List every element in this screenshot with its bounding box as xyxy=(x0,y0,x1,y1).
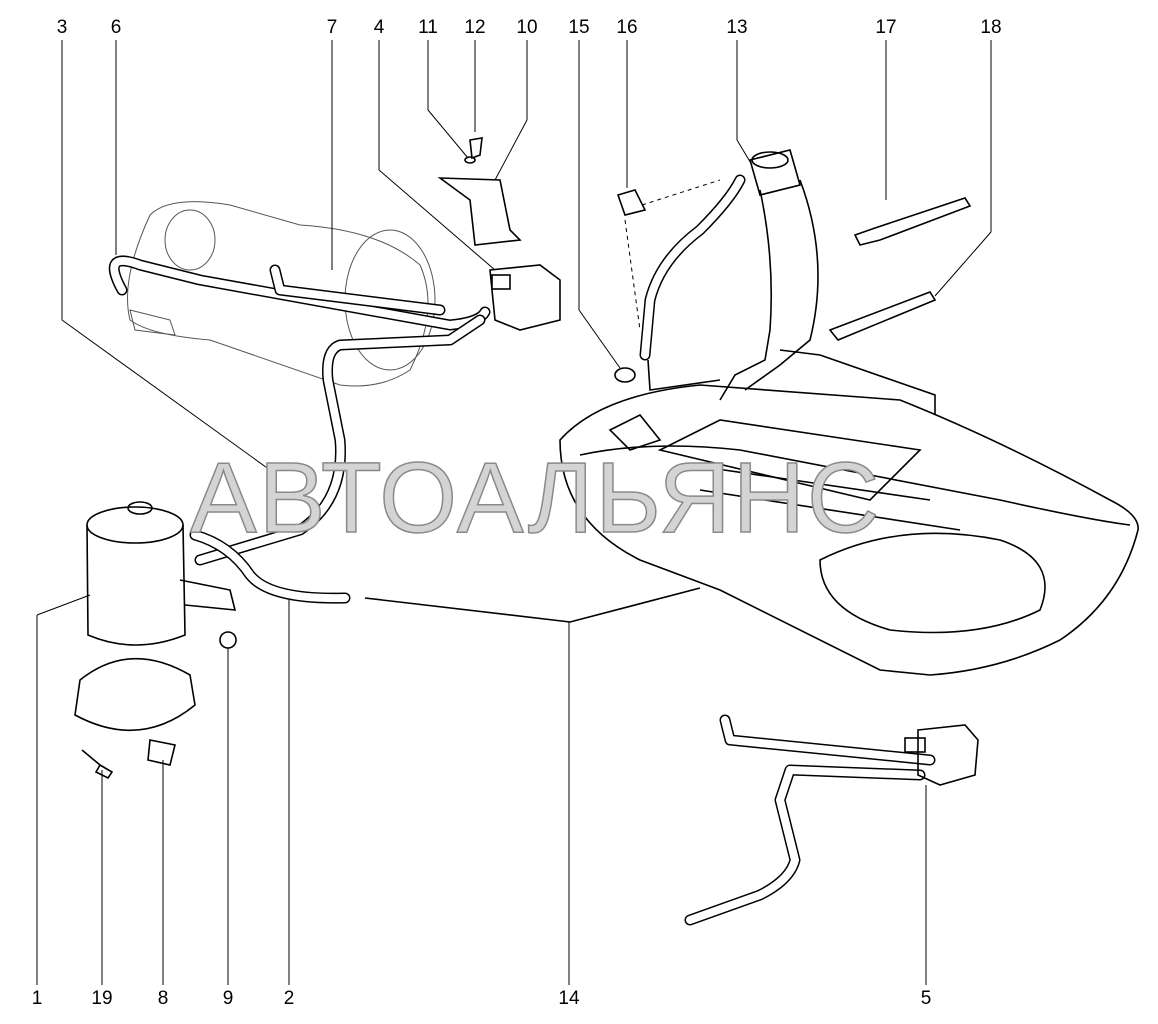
callout-10: 10 xyxy=(516,17,538,38)
callout-16: 16 xyxy=(616,17,638,38)
fuel-tank xyxy=(559,384,1139,676)
callout-4: 4 xyxy=(373,17,385,38)
callout-15: 15 xyxy=(568,17,590,38)
dashed-assembly-line xyxy=(624,219,641,331)
dashed-assembly-line xyxy=(641,179,721,206)
washer-11 xyxy=(464,156,476,164)
callout-7: 7 xyxy=(326,17,338,38)
callout-9: 9 xyxy=(222,988,234,1009)
cable-tie-18 xyxy=(828,291,937,341)
callout-5: 5 xyxy=(920,988,932,1009)
leader-lines xyxy=(36,40,992,985)
watermark: АВТОАЛЬЯНС xyxy=(189,442,882,554)
grommet-15 xyxy=(614,367,636,383)
bolt-19 xyxy=(81,749,114,780)
callout-18: 18 xyxy=(980,17,1002,38)
callout-17: 17 xyxy=(875,17,897,38)
callout-13: 13 xyxy=(726,17,748,38)
callout-8: 8 xyxy=(157,988,169,1009)
clip-16 xyxy=(616,189,647,216)
callout-12: 12 xyxy=(464,17,486,38)
hoses xyxy=(108,174,936,926)
nut-9 xyxy=(219,631,237,649)
filler-neck xyxy=(719,149,936,415)
callout-19: 19 xyxy=(91,988,113,1009)
callout-14: 14 xyxy=(558,988,580,1009)
purge-valve xyxy=(489,264,979,786)
callout-3: 3 xyxy=(56,17,68,38)
carbon-canister xyxy=(74,501,237,766)
callout-1: 1 xyxy=(31,988,43,1009)
bolt-12 xyxy=(469,137,483,160)
callout-6: 6 xyxy=(110,17,122,38)
callout-2: 2 xyxy=(283,988,295,1009)
bracket xyxy=(437,177,522,246)
cable-tie-17 xyxy=(853,197,972,246)
callout-11: 11 xyxy=(418,17,438,38)
